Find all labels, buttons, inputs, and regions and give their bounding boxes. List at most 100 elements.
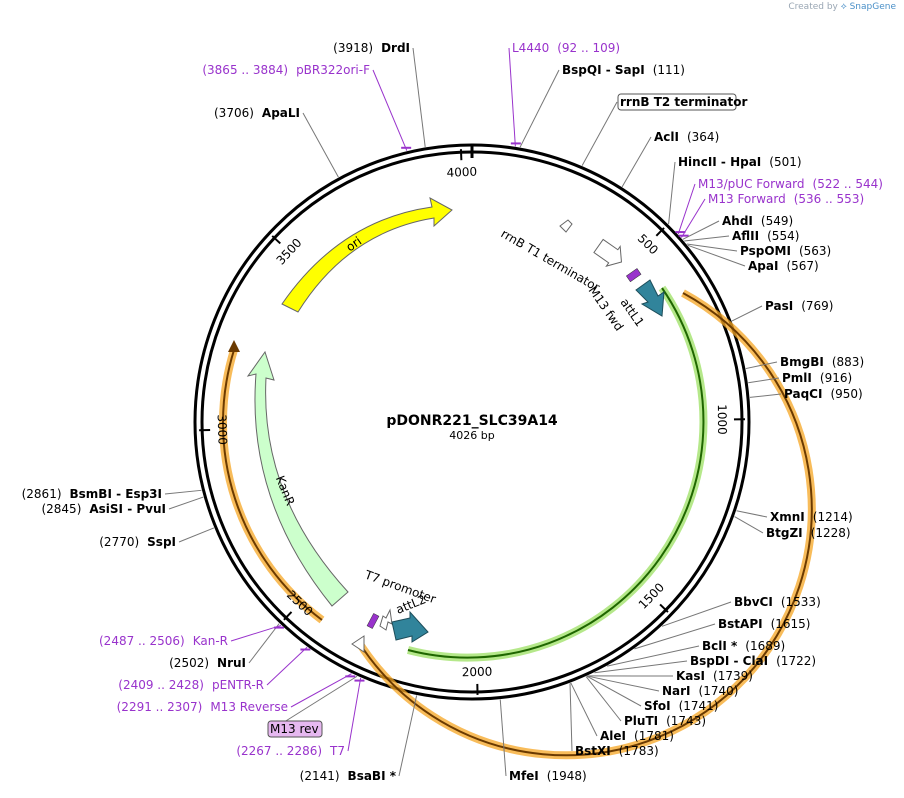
site-label-asisi-pvui[interactable]: (2845)AsiSI - PvuI — [41, 502, 166, 516]
site-label-m13-rev[interactable]: M13 rev — [270, 722, 319, 736]
feature-t7-promoter[interactable] — [379, 608, 393, 631]
tick-mark-2500 — [283, 611, 293, 621]
site-leader-4 — [519, 69, 560, 148]
site-position: (2267 .. 2286) — [236, 744, 322, 758]
site-label-m13-forward[interactable]: M13 Forward(536 .. 553) — [708, 192, 864, 206]
site-label-drdi[interactable]: (3918)DrdI — [333, 41, 410, 55]
feature-orange-left-line — [222, 349, 323, 621]
site-label-acli[interactable]: AclI (364) — [654, 130, 719, 144]
site-position: (1228) — [811, 526, 851, 540]
site-label-layer: (3918)DrdI (3865 .. 3884)pBR322ori-F (3706… — [22, 41, 883, 783]
site-label-bbvci[interactable]: BbvCI(1533) — [734, 595, 821, 609]
site-label-alei[interactable]: AleI(1781) — [600, 729, 674, 743]
feature-m13-rev-mark[interactable] — [366, 613, 380, 629]
site-leader-34 — [290, 673, 352, 708]
site-leader-31 — [398, 695, 418, 777]
site-label-xmni[interactable]: XmnI(1214) — [770, 510, 853, 524]
tick-mark-1500 — [659, 603, 669, 613]
site-name: BtgZI — [766, 526, 803, 540]
site-label-paqci[interactable]: PaqCI(950) — [784, 387, 863, 401]
site-label-bspdi-clai[interactable]: BspDI - ClaI(1722) — [690, 654, 816, 668]
site-label-pasi[interactable]: PasI(769) — [765, 299, 833, 313]
site-label-bspqi-sapi[interactable]: BspQI - SapI(111) — [562, 63, 685, 77]
site-position: (3706) — [214, 106, 254, 120]
site-position: (567) — [786, 259, 818, 273]
site-leader-25 — [587, 675, 660, 692]
site-label-m13-reverse[interactable]: (2291 .. 2307)M13 Reverse — [117, 700, 288, 714]
feature-kanr[interactable] — [246, 350, 349, 607]
feature-label-rrnb-t1: rrnB T1 terminator — [499, 226, 603, 294]
site-label-m13-puc-forward[interactable]: M13/pUC Forward(522 .. 544) — [698, 177, 883, 191]
plasmid-length: 4026 bp — [449, 429, 494, 442]
site-leader-8 — [677, 183, 696, 235]
site-label-pmli[interactable]: PmlI(916) — [782, 371, 852, 385]
feature-insert-green[interactable] — [406, 285, 708, 662]
site-label-bmgbi[interactable]: BmgBI(883) — [780, 355, 864, 369]
site-label-bcli-[interactable]: BclI *(1689) — [702, 639, 785, 653]
site-label-bsmbi-esp3i[interactable]: (2861)BsmBI - Esp3I — [22, 487, 162, 501]
site-label-mfei[interactable]: MfeI(1948) — [509, 769, 587, 783]
site-label-ahdi[interactable]: AhdI(549) — [722, 214, 793, 228]
site-label-t7[interactable]: (2267 .. 2286)T7 — [236, 744, 345, 758]
feature-rrnb-t2-terminator[interactable] — [559, 219, 573, 233]
site-label-aflii[interactable]: AflII(554) — [732, 229, 799, 243]
site-position: (1722) — [776, 654, 816, 668]
site-box-5 — [617, 93, 737, 111]
site-label-bstapi[interactable]: BstAPI (1615) — [718, 617, 810, 631]
feature-rrnb-t1-terminator[interactable] — [592, 236, 629, 272]
site-label-sspi[interactable]: (2770)SspI — [99, 535, 176, 549]
site-position: (549) — [761, 214, 793, 228]
site-position: (2487 .. 2506) — [99, 634, 185, 648]
site-leader-15 — [745, 361, 778, 370]
feature-ori[interactable] — [281, 197, 453, 313]
site-label-pbr322ori-f[interactable]: (3865 .. 3884)pBR322ori-F — [202, 63, 370, 77]
site-label-bsabi-[interactable]: (2141)BsaBI * — [300, 769, 397, 783]
site-label-pluti[interactable]: PluTI(1743) — [624, 714, 706, 728]
site-position: (1615) — [771, 617, 811, 631]
site-label-pentr-r[interactable]: (2409 .. 2428)pENTR-R — [118, 678, 264, 692]
site-label-btgzi[interactable]: BtgZI (1228) — [766, 526, 851, 540]
site-position: (563) — [799, 244, 831, 258]
site-label-nrui[interactable]: (2502)NruI — [169, 656, 246, 670]
site-name: BstAPI — [718, 617, 763, 631]
site-position: (1214) — [813, 510, 853, 524]
tick-label-4000: 4000 — [446, 165, 477, 180]
site-label-kan-r[interactable]: (2487 .. 2506)Kan-R — [99, 634, 228, 648]
site-leader-13 — [687, 244, 746, 267]
site-position: (2141) — [300, 769, 340, 783]
site-label-hincii-hpai[interactable]: HincII - HpaI(501) — [678, 155, 802, 169]
site-position: (1783) — [619, 744, 659, 758]
feature-attl1[interactable] — [635, 279, 665, 317]
site-leader-27 — [585, 676, 622, 722]
site-label-rrnb-t2-terminator[interactable]: rrnB T2 terminator — [620, 95, 747, 109]
site-name: PmlI — [782, 371, 812, 385]
site-position: (1743) — [666, 714, 706, 728]
site-position: (769) — [801, 299, 833, 313]
site-position: (1741) — [679, 699, 719, 713]
site-label-pspomi[interactable]: PspOMI(563) — [740, 244, 831, 258]
site-position: (554) — [767, 229, 799, 243]
site-position: (2861) — [22, 487, 62, 501]
site-name: HincII - HpaI — [678, 155, 761, 169]
site-leader-21 — [634, 623, 716, 650]
site-label-apai[interactable]: ApaI (567) — [748, 259, 819, 273]
site-label-nari[interactable]: NarI(1740) — [662, 684, 738, 698]
site-leader-39 — [168, 496, 204, 510]
site-label-l4440[interactable]: L4440(92 .. 109) — [512, 41, 620, 55]
site-name: SspI — [147, 535, 176, 549]
site-position: (92 .. 109) — [557, 41, 620, 55]
site-name: ApaI — [748, 259, 778, 273]
site-leader-36 — [248, 623, 280, 664]
site-name: AclI — [654, 130, 679, 144]
site-leader-37 — [230, 624, 282, 642]
feature-m13-fwd[interactable] — [626, 268, 642, 283]
site-position: (3918) — [333, 41, 373, 55]
site-label-apali[interactable]: (3706)ApaLI — [214, 106, 300, 120]
site-label-kasi[interactable]: KasI(1739) — [676, 669, 753, 683]
site-leader-10 — [682, 220, 720, 240]
site-position: (364) — [687, 130, 719, 144]
feature-attl2[interactable] — [391, 610, 429, 643]
site-label-sfoi[interactable]: SfoI(1741) — [644, 699, 718, 713]
site-label-bstxi[interactable]: BstXI(1783) — [575, 744, 659, 758]
orange-left-arrowhead-icon — [228, 340, 240, 352]
